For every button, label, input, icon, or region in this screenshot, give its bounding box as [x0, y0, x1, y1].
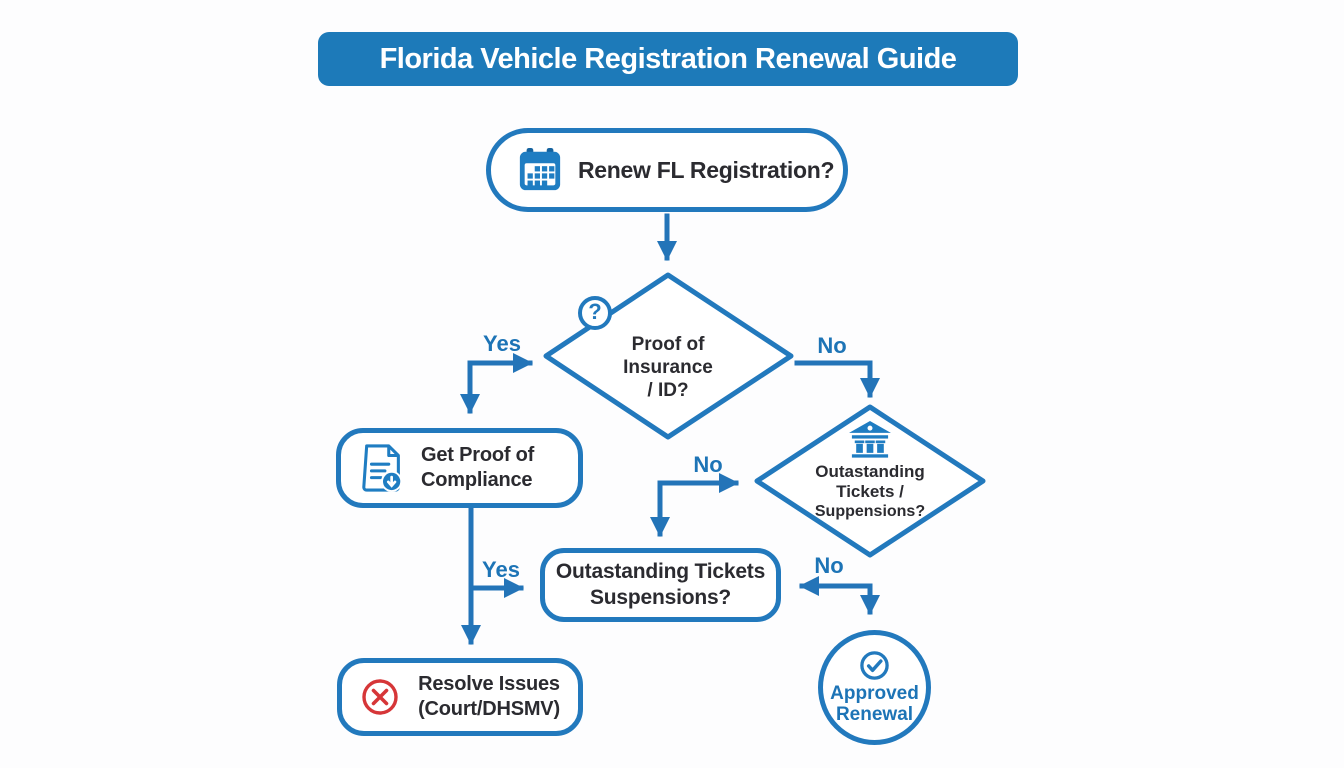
- proof-decision-node: ? Proof of Insurance / ID?: [578, 296, 758, 402]
- resolve-line1: Resolve Issues: [418, 673, 560, 695]
- edge-label-ticketsbox-no: No: [814, 553, 844, 578]
- tickets-box-line1: Outastanding Tickets: [555, 560, 766, 583]
- tickets-decision-line3: Suppensions?: [814, 503, 926, 520]
- calendar-icon: [519, 147, 561, 191]
- proof-decision-line3: / ID?: [647, 380, 689, 401]
- bank-icon: [849, 420, 891, 458]
- start-node-label: Renew FL Registration?: [578, 156, 835, 183]
- get-proof-line1: Get Proof of: [421, 444, 535, 466]
- document-download-icon: [362, 444, 403, 492]
- edge-label-proof-yes: Yes: [483, 331, 521, 356]
- approved-line1: Approved: [830, 683, 919, 704]
- edge-label-compliance-yes: Yes: [482, 557, 520, 582]
- get-proof-node: Get Proof of Compliance: [336, 428, 583, 508]
- page-title-text: Florida Vehicle Registration Renewal Gui…: [379, 42, 957, 75]
- start-node: Renew FL Registration?: [486, 128, 848, 212]
- arrow-no-to-tickets-diamond: [794, 360, 880, 398]
- tickets-decision-line2: Tickets /: [836, 482, 904, 501]
- edge-label-tickets-no: No: [693, 452, 723, 477]
- proof-decision-line1: Proof of: [631, 334, 705, 355]
- proof-decision-line2: Insurance: [623, 357, 713, 378]
- check-circle-icon: [860, 651, 889, 680]
- approved-line2: Renewal: [835, 704, 914, 725]
- resolve-node: Resolve Issues (Court/DHSMV): [337, 658, 583, 736]
- tickets-decision-line1: Outastanding: [815, 462, 925, 481]
- get-proof-line2: Compliance: [421, 469, 533, 491]
- tickets-box-node: Outastanding Tickets Suspensions?: [540, 548, 781, 622]
- tickets-decision-node: Outastanding Tickets / Suppensions?: [788, 420, 952, 522]
- tickets-box-line2: Suspensions?: [589, 586, 732, 609]
- get-proof-label: Get Proof of Compliance: [421, 443, 534, 493]
- tickets-decision-diamond: [754, 404, 986, 558]
- approved-node: Approved Renewal: [818, 630, 931, 745]
- edge-label-proof-no: No: [817, 333, 847, 358]
- page-title: Florida Vehicle Registration Renewal Gui…: [318, 32, 1018, 86]
- resolve-label: Resolve Issues (Court/DHSMV): [414, 672, 578, 722]
- x-circle-icon: [362, 679, 398, 715]
- resolve-line2: (Court/DHSMV): [418, 698, 560, 720]
- question-mark-icon: ?: [578, 296, 612, 330]
